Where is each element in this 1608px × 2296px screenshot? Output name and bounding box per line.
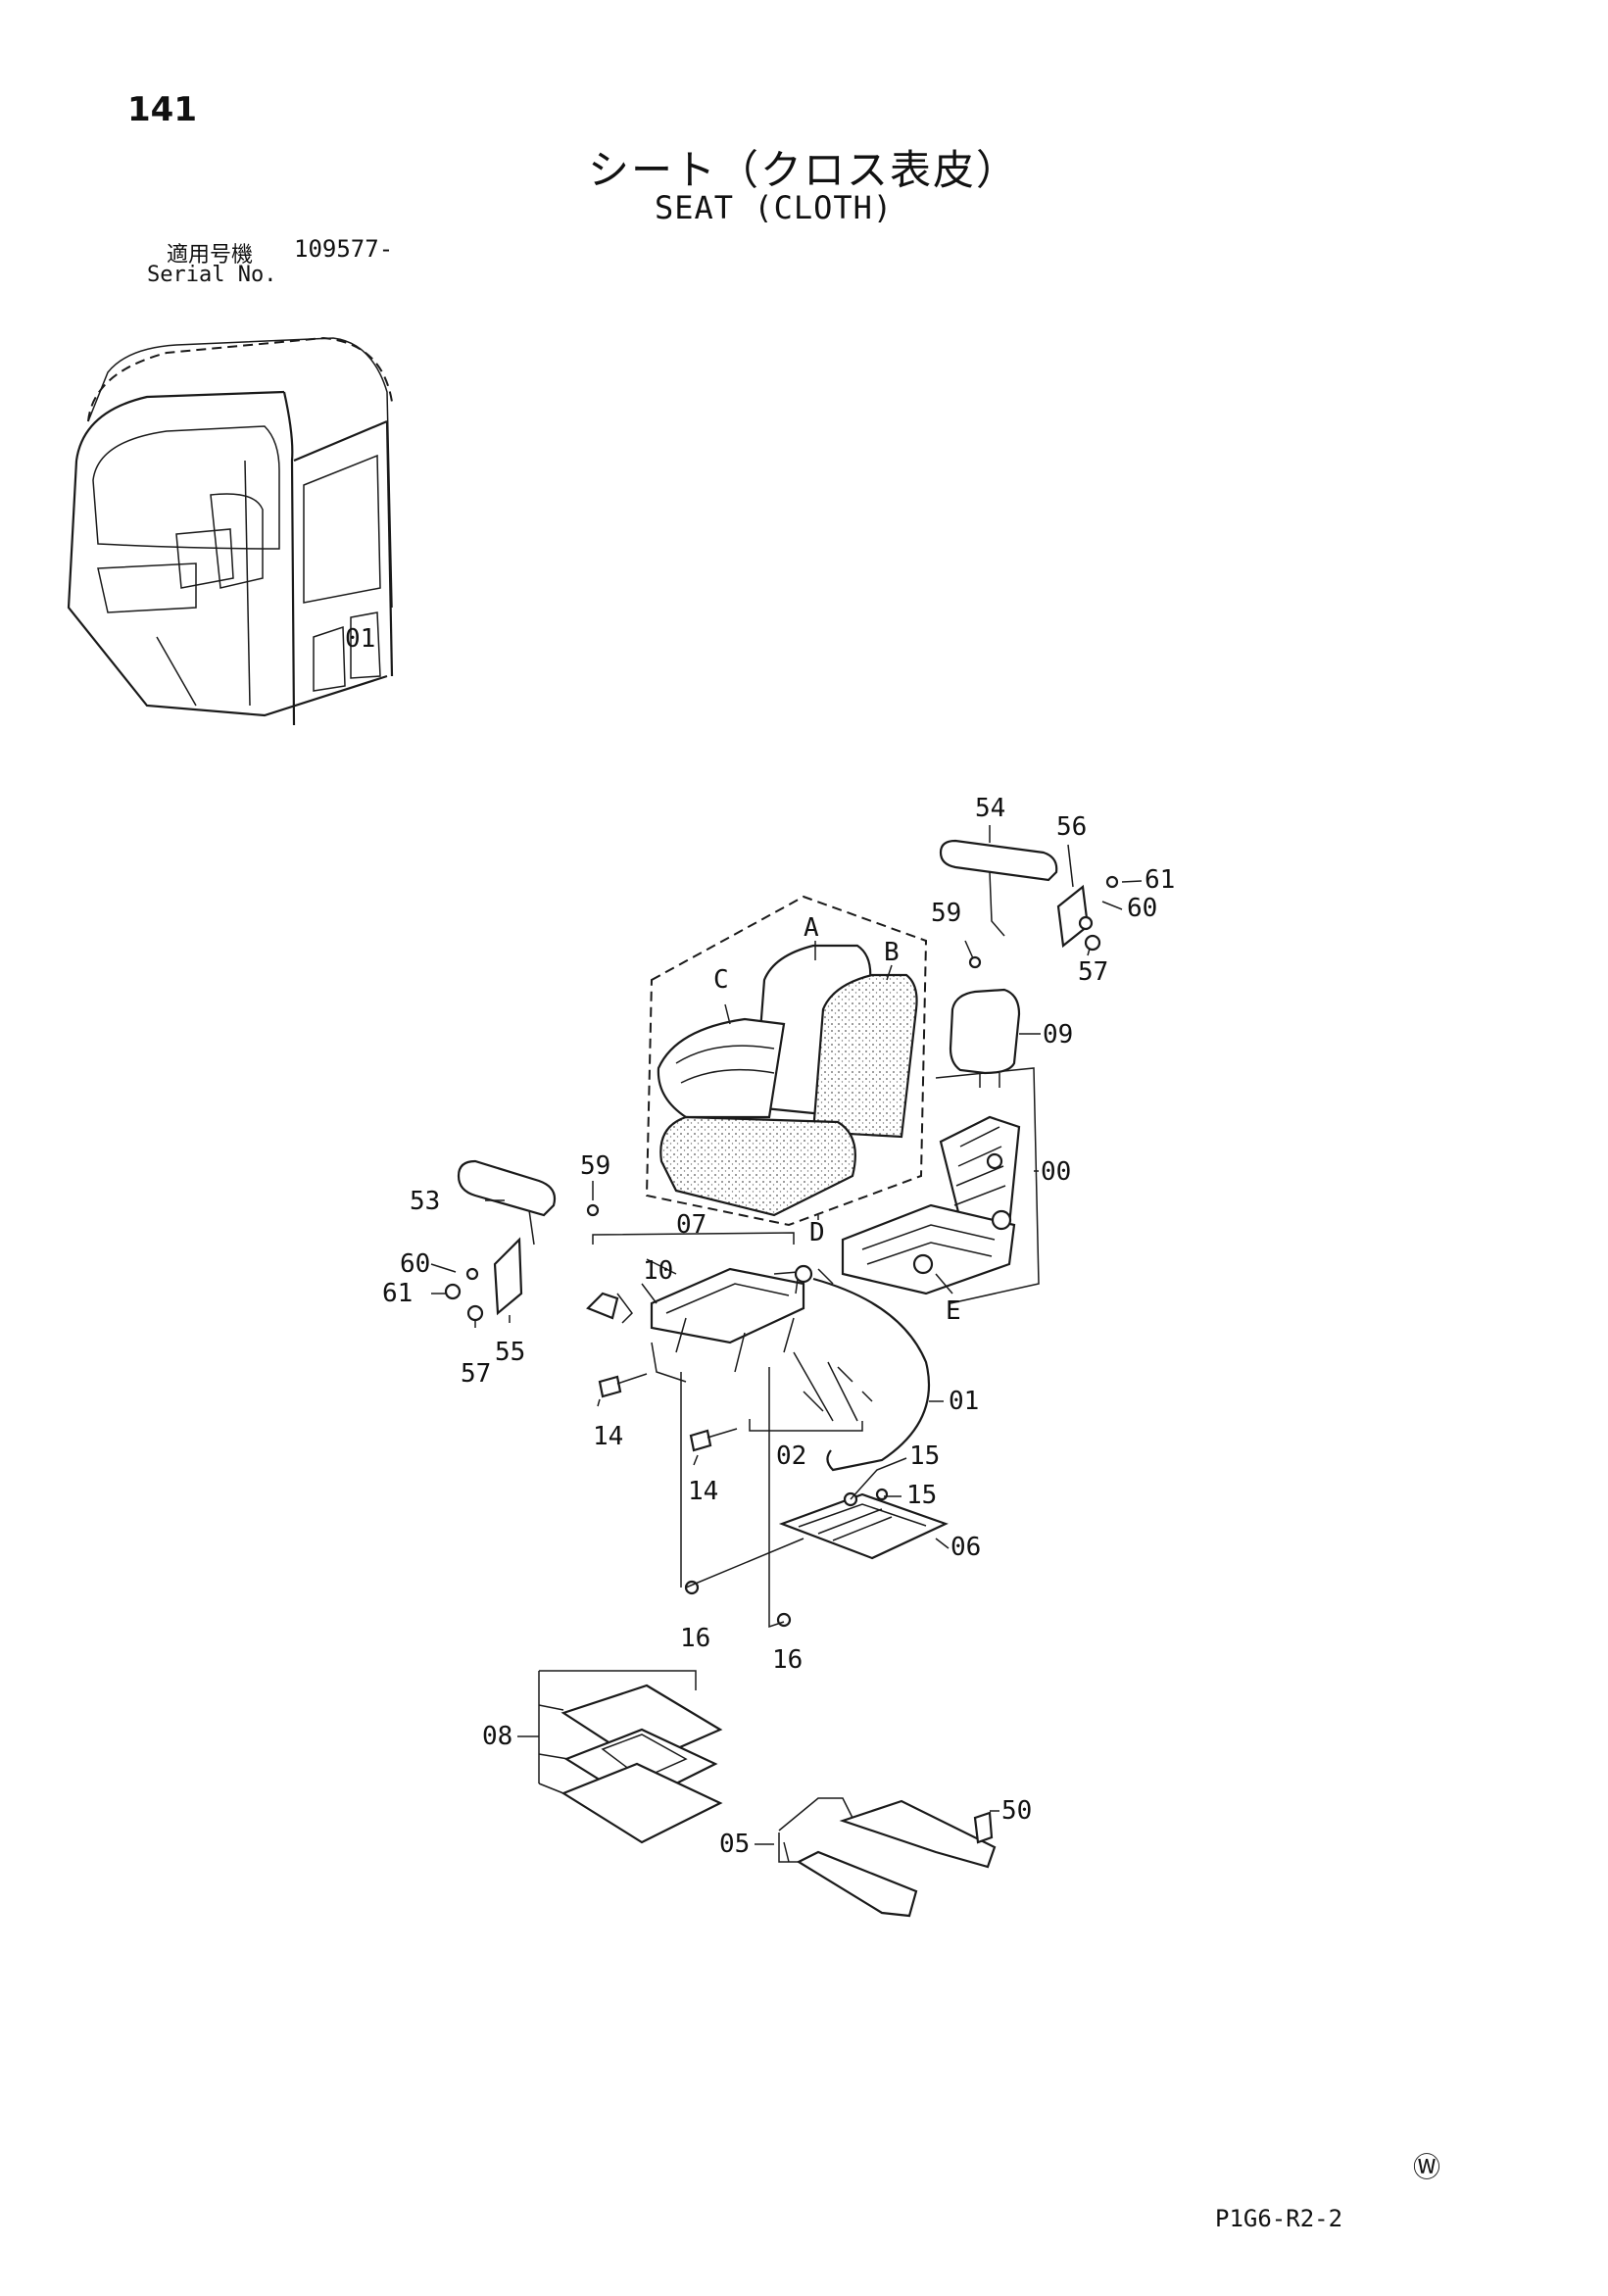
callout-54: 54	[975, 794, 1005, 823]
callout-09: 09	[1043, 1020, 1073, 1050]
logo-mark: Ⓦ	[1413, 2151, 1441, 2183]
callout-14: 14	[593, 1422, 623, 1451]
release-cable	[812, 1277, 931, 1472]
slide-adjuster	[778, 1797, 997, 1918]
callout-50: 50	[1001, 1796, 1032, 1826]
callout-c: C	[713, 965, 729, 995]
callout-15-second: 15	[906, 1481, 937, 1510]
callout-14-lower: 14	[688, 1477, 718, 1506]
callout-05: 05	[719, 1830, 750, 1859]
headrest	[949, 988, 1021, 1088]
cab-illustration	[67, 336, 394, 726]
diagram-code: P1G6-R2-2	[1215, 2205, 1343, 2232]
page-title-english: SEAT (CLOTH)	[655, 189, 894, 226]
page-number: 141	[127, 90, 197, 129]
callout-16: 16	[680, 1624, 710, 1653]
cab-marker-label: 01	[345, 624, 375, 654]
bolts	[598, 1373, 738, 1452]
callout-d: D	[809, 1218, 825, 1247]
callout-08: 08	[482, 1722, 512, 1751]
callout-59: 59	[931, 899, 961, 928]
serial-number-value: 109577-	[294, 235, 394, 263]
callout-e: E	[946, 1296, 961, 1326]
callout-61-left: 61	[382, 1279, 413, 1308]
callout-60: 60	[1127, 894, 1157, 923]
armrest-left	[444, 1159, 600, 1322]
callout-06: 06	[950, 1533, 981, 1562]
page-title-japanese: シート（クロス表皮）	[588, 146, 1020, 194]
callout-02: 02	[776, 1441, 806, 1471]
callout-57-left: 57	[461, 1359, 491, 1389]
callout-01: 01	[949, 1387, 979, 1416]
callout-16-second: 16	[772, 1645, 803, 1675]
serial-label-english: Serial No.	[147, 263, 277, 287]
seat-frame-assembly	[841, 1067, 1040, 1304]
callout-53: 53	[410, 1187, 440, 1216]
callout-59-left: 59	[580, 1151, 610, 1181]
washer	[776, 1612, 792, 1628]
callout-07: 07	[676, 1210, 707, 1240]
callout-60-left: 60	[400, 1249, 430, 1279]
callout-61: 61	[1145, 865, 1175, 895]
callout-00: 00	[1041, 1157, 1071, 1187]
callout-10: 10	[643, 1256, 673, 1286]
callout-b: B	[884, 938, 900, 967]
callout-57: 57	[1078, 957, 1108, 987]
armrest-right	[939, 839, 1119, 969]
callout-56: 56	[1056, 812, 1087, 842]
leader-lines	[430, 825, 1143, 1863]
callout-15: 15	[909, 1441, 940, 1471]
callout-55: 55	[495, 1338, 525, 1367]
seat-slide-base	[586, 1232, 873, 1422]
callout-a: A	[804, 913, 819, 943]
seat-cushion-group	[645, 895, 928, 1227]
washer	[684, 1580, 700, 1595]
serial-label-japanese: 適用号機	[167, 243, 254, 268]
suspension-kit	[538, 1670, 723, 1844]
